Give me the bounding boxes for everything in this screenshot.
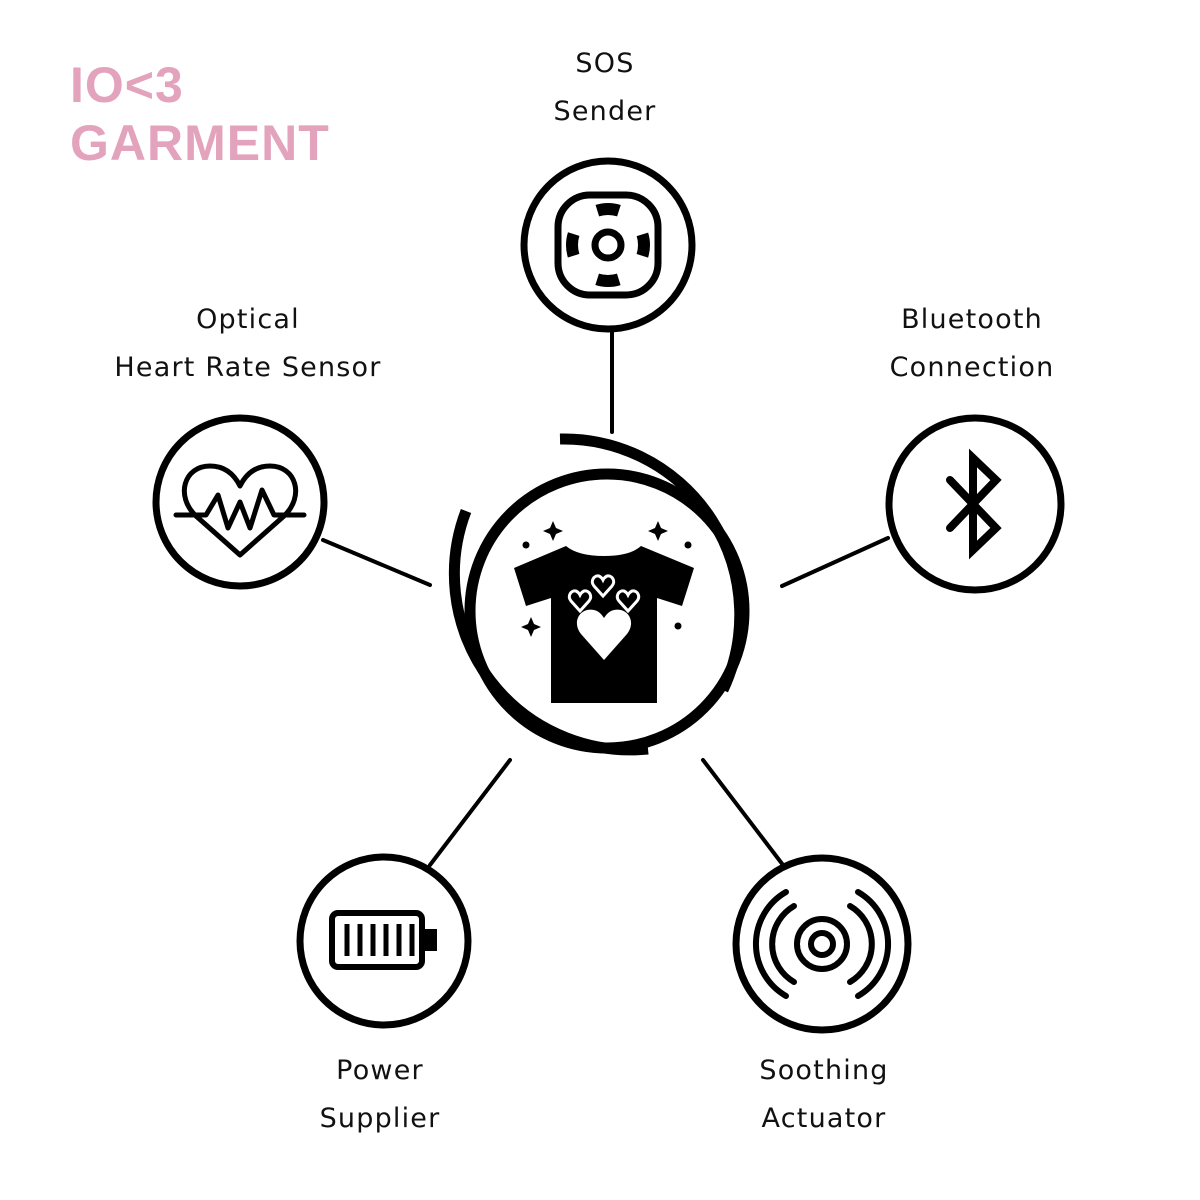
label-line: Power (336, 1055, 424, 1086)
vibration-icon (752, 889, 892, 999)
label-line: Bluetooth (901, 304, 1043, 335)
connector-heart (321, 538, 432, 587)
label-line: Optical (196, 304, 300, 335)
node-circle (520, 157, 696, 333)
node-power-supplier (296, 853, 472, 1029)
label-optical-heart-rate-sensor: Optical Heart Rate Sensor (98, 296, 398, 392)
label-line: Actuator (761, 1103, 887, 1134)
label-power-supplier: Power Supplier (280, 1047, 480, 1143)
connector-lines (321, 328, 890, 867)
label-sos-sender: SOS Sender (505, 40, 705, 136)
node-sos-sender (520, 157, 696, 333)
node-soothing-actuator (732, 854, 912, 1034)
label-bluetooth-connection: Bluetooth Connection (862, 296, 1082, 392)
brand-title-line2: GARMENT (70, 115, 330, 171)
heart-pulse-icon (173, 463, 307, 558)
outer-arc-right (559, 433, 746, 693)
node-circle (732, 854, 912, 1034)
center-hub (448, 433, 750, 756)
label-line: Connection (889, 352, 1055, 383)
label-line: Heart Rate Sensor (114, 352, 382, 383)
outer-arc-left (448, 509, 649, 756)
label-line: Soothing (759, 1055, 889, 1086)
lifebuoy-icon (554, 191, 662, 299)
node-bluetooth-connection (885, 414, 1065, 594)
node-optical-heart-rate-sensor (152, 414, 328, 590)
label-line: Supplier (319, 1103, 441, 1134)
connector-bluetooth (780, 536, 890, 588)
bluetooth-icon (946, 448, 1002, 560)
connector-power (428, 758, 512, 867)
brand-title: IO<3 GARMENT (70, 56, 330, 172)
label-line: SOS (575, 48, 635, 79)
connector-soothing (701, 758, 785, 867)
battery-icon (329, 910, 437, 970)
t-shirt-hearts-icon (514, 521, 694, 703)
label-soothing-actuator: Soothing Actuator (714, 1047, 934, 1143)
brand-title-line1: IO<3 (70, 57, 184, 113)
label-line: Sender (553, 96, 657, 127)
